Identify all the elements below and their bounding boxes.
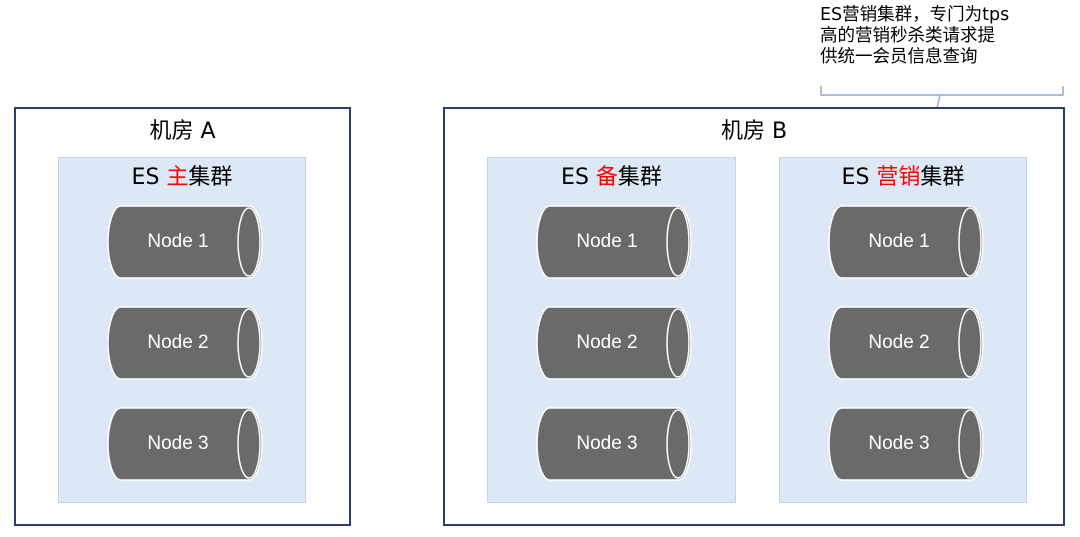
cylinder-icon <box>536 407 692 481</box>
cylinder-icon <box>536 205 692 279</box>
cluster-title: ES 备集群 <box>488 164 735 192</box>
es-main-cluster: ES 主集群 Node 1 Node 2 Node 3 <box>58 157 306 503</box>
node-cylinder: Node 1 <box>107 205 263 279</box>
node-label: Node 1 <box>576 231 638 252</box>
cylinder-icon <box>828 205 984 279</box>
cylinder-icon <box>536 306 692 380</box>
node-label: Node 2 <box>147 332 209 353</box>
cluster-title-accent: 主 <box>166 165 189 190</box>
annotation-bracket <box>820 86 1064 96</box>
node-cylinder: Node 1 <box>536 205 692 279</box>
cylinder-icon <box>107 407 263 481</box>
node-cylinder: Node 3 <box>107 407 263 481</box>
es-marketing-cluster: ES 营销集群 Node 1 Node 2 Node 3 <box>779 157 1027 503</box>
cluster-title-suffix: 集群 <box>617 165 662 190</box>
annotation-line-1: ES营销集群，专门为tps <box>820 5 1010 25</box>
cylinder-icon <box>828 407 984 481</box>
annotation-line-3: 供统一会员信息查询 <box>820 47 978 67</box>
node-cylinder: Node 2 <box>828 306 984 380</box>
cylinder-icon <box>828 306 984 380</box>
node-label: Node 1 <box>147 231 209 252</box>
annotation-callout: ES营销集群，专门为tps 高的营销秒杀类请求提 供统一会员信息查询 <box>820 5 1070 68</box>
annotation-line-2: 高的营销秒杀类请求提 <box>820 26 995 46</box>
node-cylinder: Node 3 <box>828 407 984 481</box>
cluster-title-accent: 备 <box>595 165 618 190</box>
node-label: Node 3 <box>868 433 930 454</box>
node-label: Node 2 <box>576 332 638 353</box>
node-label: Node 1 <box>868 231 930 252</box>
cylinder-icon <box>107 306 263 380</box>
node-cylinder: Node 3 <box>536 407 692 481</box>
room-a-title: 机房 A <box>149 119 216 144</box>
cluster-title-prefix: ES <box>841 165 877 190</box>
cluster-title-prefix: ES <box>131 165 167 190</box>
cluster-title: ES 营销集群 <box>780 164 1026 192</box>
room-b-title: 机房 B <box>720 119 788 144</box>
node-cylinder: Node 2 <box>536 306 692 380</box>
cluster-title: ES 主集群 <box>59 164 305 192</box>
cluster-title-suffix: 集群 <box>188 165 233 190</box>
cluster-title-prefix: ES <box>561 165 596 190</box>
node-label: Node 3 <box>576 433 638 454</box>
es-backup-cluster: ES 备集群 Node 1 Node 2 Node 3 <box>487 157 736 503</box>
node-label: Node 3 <box>147 433 209 454</box>
node-cylinder: Node 2 <box>107 306 263 380</box>
node-cylinder: Node 1 <box>828 205 984 279</box>
cluster-title-suffix: 集群 <box>920 165 965 190</box>
node-label: Node 2 <box>868 332 930 353</box>
cluster-title-accent: 营销 <box>876 165 921 190</box>
cylinder-icon <box>107 205 263 279</box>
